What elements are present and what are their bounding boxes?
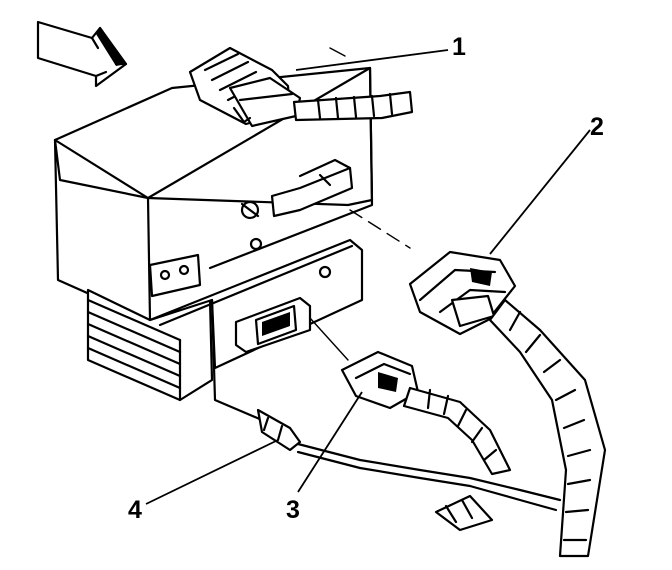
connector-4 bbox=[210, 298, 562, 532]
callout-4: 4 bbox=[128, 496, 142, 524]
module-receptacle-lower bbox=[234, 265, 332, 354]
arrow-right-icon bbox=[36, 20, 128, 88]
callout-3: 3 bbox=[286, 496, 300, 524]
mounting-bracket bbox=[86, 238, 364, 402]
callout-2: 2 bbox=[590, 113, 604, 141]
module-receptacle-upper bbox=[240, 158, 354, 251]
callout-1: 1 bbox=[452, 33, 466, 61]
harness-3 bbox=[402, 386, 512, 476]
connector-1 bbox=[188, 46, 302, 128]
callout-leaders bbox=[145, 49, 591, 505]
harness-1 bbox=[292, 90, 414, 122]
harness-2 bbox=[488, 298, 607, 558]
alignment-lines bbox=[309, 209, 411, 361]
